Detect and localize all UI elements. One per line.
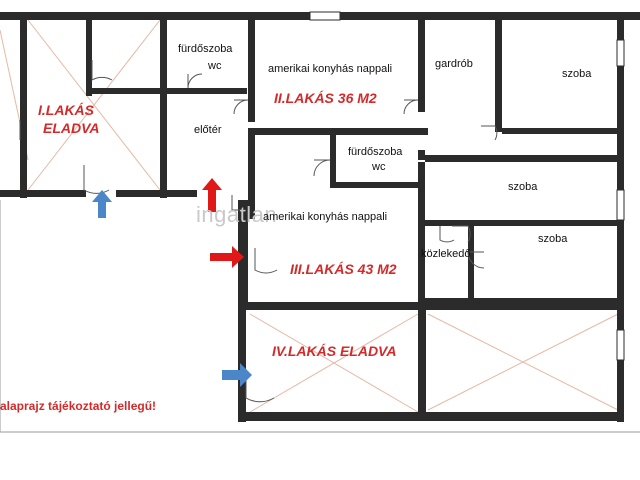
room-label-wc-2: wc: [372, 161, 386, 173]
unit-label-lakas-3: III.LAKÁS 43 M2: [290, 261, 397, 277]
room-label-nappali-2: amerikai konyhás nappali: [263, 211, 388, 223]
room-label-kozlekedo: közlekedő: [421, 248, 471, 260]
arrow-up-blue-icon: [92, 190, 112, 218]
room-label-eloter: előtér: [194, 124, 222, 136]
watermark: ingatlan: [196, 202, 278, 227]
unit-label-lakas-1-line1: I.LAKÁS: [38, 102, 94, 118]
disclaimer-note: alaprajz tájékoztató jellegű!: [0, 399, 157, 413]
arrow-right-blue-icon: [222, 363, 252, 387]
room-label-szoba-1: szoba: [562, 68, 592, 80]
arrow-up-red-icon: [202, 178, 222, 212]
room-label-furdoszoba-2: fürdőszoba: [348, 146, 403, 158]
room-label-furdoszoba-1: fürdőszoba: [178, 43, 233, 55]
room-label-szoba-3: szoba: [538, 233, 568, 245]
outer-boundary: [0, 200, 640, 433]
unit-label-lakas-1-line2: ELADVA: [43, 120, 100, 136]
walls: [0, 11, 640, 422]
room-label-nappali-1: amerikai konyhás nappali: [268, 63, 393, 75]
room-label-wc-1: wc: [208, 60, 222, 72]
unit-label-lakas-2: II.LAKÁS 36 M2: [274, 90, 377, 106]
sold-cross-lines: [0, 19, 619, 413]
windows: [616, 39, 625, 361]
room-label-szoba-2: szoba: [508, 181, 538, 193]
arrow-right-red-icon: [210, 246, 244, 268]
unit-label-lakas-4: IV.LAKÁS ELADVA: [272, 343, 397, 359]
door-swings: [19, 60, 498, 403]
room-label-gardrob: gardrób: [435, 58, 473, 70]
